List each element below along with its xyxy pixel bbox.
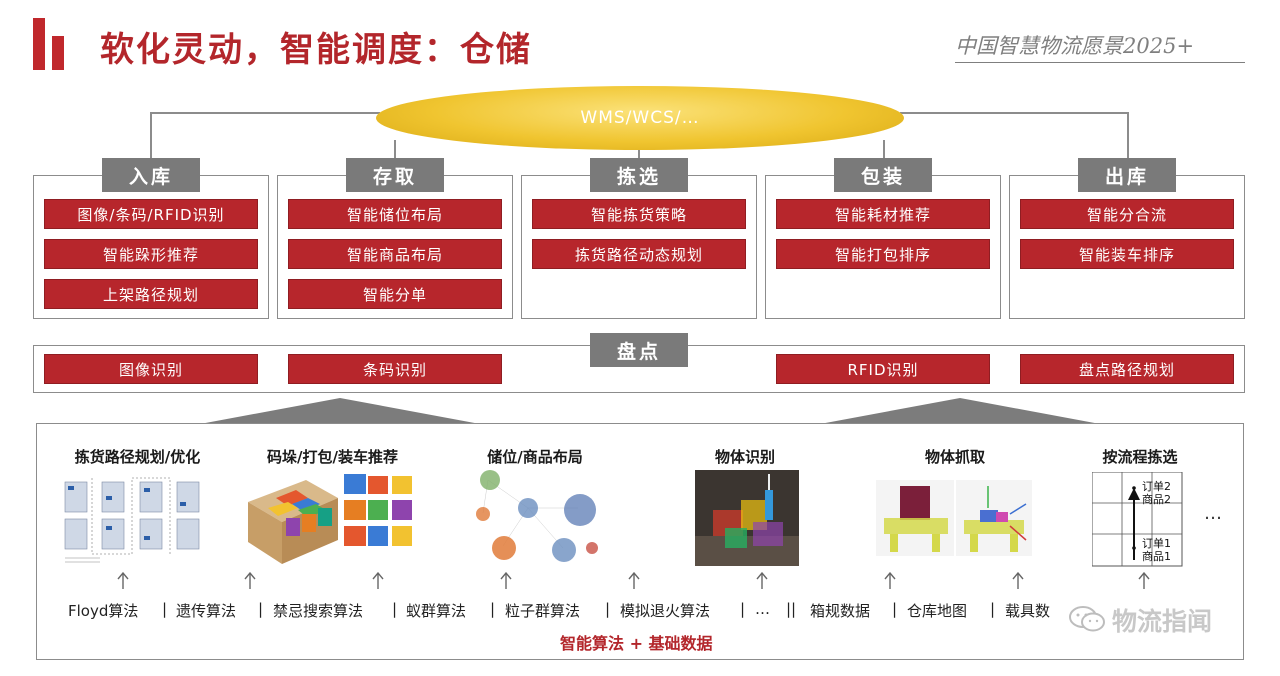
inventory-item: 图像识别 <box>44 354 258 384</box>
wms-system-node: WMS/WCS/… <box>376 86 904 150</box>
warehouse-path-illustration <box>60 474 205 566</box>
stage-item: 智能分合流 <box>1020 199 1234 229</box>
algorithm-label: 蚁群算法 <box>406 600 466 621</box>
stage-item: 智能打包排序 <box>776 239 990 269</box>
connector-mid-right <box>883 140 885 158</box>
foundation-title: 智能算法 + 基础数据 <box>560 630 760 654</box>
chat-bubble-icon <box>1068 604 1106 634</box>
stage-tab-outbound: 出库 <box>1078 158 1176 192</box>
algorithm-label: 模拟退火算法 <box>620 600 710 621</box>
separator: | <box>162 600 167 618</box>
connector-left-down <box>150 112 152 158</box>
function-heading: 按流程拣选 <box>1080 446 1200 467</box>
function-heading: 拣货路径规划/优化 <box>55 446 220 467</box>
separator: | <box>258 600 263 618</box>
stage-tab-picking: 拣选 <box>590 158 688 192</box>
stage-tab-inbound: 入库 <box>102 158 200 192</box>
separator: | <box>605 600 610 618</box>
algorithm-label: 遗传算法 <box>176 600 236 621</box>
stage-item: 智能储位布局 <box>288 199 502 229</box>
algorithm-label: … <box>755 600 770 618</box>
stage-item: 拣货路径动态规划 <box>532 239 746 269</box>
separator: | <box>392 600 397 618</box>
object-grasping-illustration <box>876 480 1032 556</box>
layout-cluster-illustration <box>468 468 608 566</box>
pointer-triangle-left <box>200 398 480 424</box>
flow-label-product1: 商品1 <box>1142 548 1171 564</box>
separator: | <box>892 600 897 618</box>
inventory-tab: 盘点 <box>590 333 688 367</box>
stage-tab-packing: 包装 <box>834 158 932 192</box>
data-label: 载具数 <box>1005 600 1050 621</box>
data-label: 箱规数据 <box>810 600 870 621</box>
watermark-text: 物流指闻 <box>1112 602 1212 638</box>
stage-item: 上架路径规划 <box>44 279 258 309</box>
stage-tab-storage: 存取 <box>346 158 444 192</box>
function-heading: 物体抓取 <box>900 446 1010 467</box>
up-arrow-icon <box>884 572 896 590</box>
stage-item: 智能耗材推荐 <box>776 199 990 229</box>
stage-item: 智能商品布局 <box>288 239 502 269</box>
up-arrow-icon <box>117 572 129 590</box>
connector-mid-left <box>394 140 396 158</box>
algorithm-label: Floyd算法 <box>68 600 138 621</box>
separator: | <box>490 600 495 618</box>
inventory-item: 盘点路径规划 <box>1020 354 1234 384</box>
inventory-item: RFID识别 <box>776 354 990 384</box>
function-heading: 物体识别 <box>690 446 800 467</box>
connector-right-down <box>1127 112 1129 158</box>
up-arrow-icon <box>500 572 512 590</box>
logo-bar-tall <box>33 18 45 70</box>
algorithm-label: 禁忌搜索算法 <box>273 600 363 621</box>
data-label: 仓库地图 <box>907 600 967 621</box>
up-arrow-icon <box>628 572 640 590</box>
stage-item: 智能拣货策略 <box>532 199 746 229</box>
connector-top-left <box>150 112 380 114</box>
more-ellipsis: … <box>1204 503 1222 524</box>
palletizing-illustration <box>246 472 416 568</box>
inventory-item: 条码识别 <box>288 354 502 384</box>
up-arrow-icon <box>1012 572 1024 590</box>
object-recognition-photo <box>695 470 799 566</box>
up-arrow-icon <box>1138 572 1150 590</box>
algorithm-label: 粒子群算法 <box>505 600 580 621</box>
pointer-triangle-right <box>820 398 1100 424</box>
up-arrow-icon <box>372 572 384 590</box>
page-title: 软化灵动，智能调度：仓储 <box>100 22 532 70</box>
function-heading: 码垛/打包/装车推荐 <box>245 446 420 467</box>
stage-item: 智能跺形推荐 <box>44 239 258 269</box>
up-arrow-icon <box>244 572 256 590</box>
flow-label-product2: 商品2 <box>1142 491 1171 507</box>
stage-item: 智能分单 <box>288 279 502 309</box>
stage-item: 智能装车排序 <box>1020 239 1234 269</box>
separator: | <box>990 600 995 618</box>
double-separator: || <box>786 600 796 618</box>
function-heading: 储位/商品布局 <box>460 446 610 467</box>
separator: | <box>740 600 745 618</box>
stage-item: 图像/条码/RFID识别 <box>44 199 258 229</box>
up-arrow-icon <box>756 572 768 590</box>
logo-bar-short <box>52 36 64 70</box>
connector-top-right <box>900 112 1128 114</box>
page-subtitle: 中国智慧物流愿景2025+ <box>955 30 1245 63</box>
